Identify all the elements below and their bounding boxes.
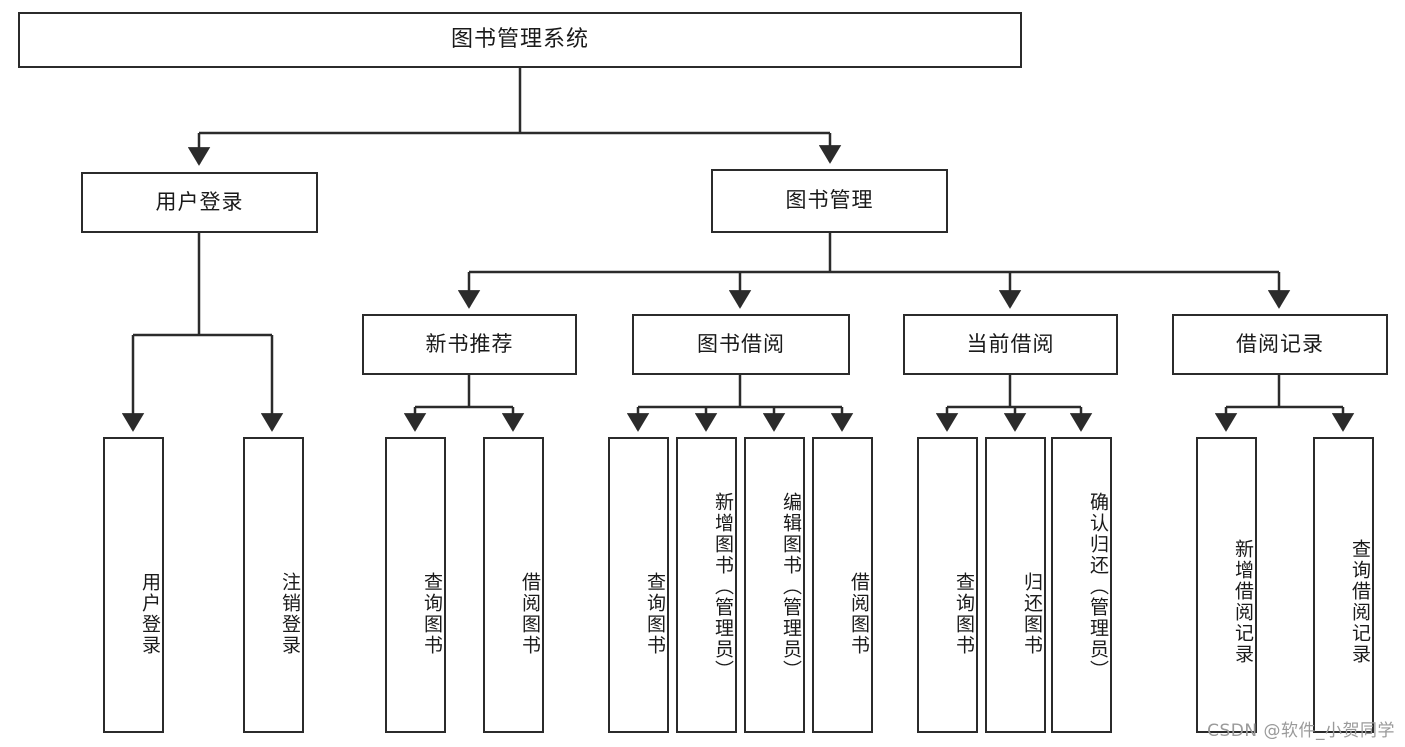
node-leaf-query-book-2[interactable]: 查询图书	[608, 437, 669, 733]
node-leaf-add-record[interactable]: 新增借阅记录	[1196, 437, 1257, 733]
leaf-label: 查询图书	[644, 572, 666, 656]
node-leaf-add-book[interactable]: 新增图书（管理员）	[676, 437, 737, 733]
leaf-label: 借阅图书	[519, 572, 541, 656]
node-leaf-edit-book[interactable]: 编辑图书（管理员）	[744, 437, 805, 733]
leaf-label: 查询图书	[953, 572, 975, 656]
leaf-label: 注销登录	[279, 572, 301, 656]
node-leaf-query-book-3[interactable]: 查询图书	[917, 437, 978, 733]
leaf-label: 借阅图书	[848, 572, 870, 656]
node-leaf-user-login[interactable]: 用户登录	[103, 437, 164, 733]
node-book-borrow[interactable]: 图书借阅	[632, 314, 850, 375]
leaf-label: 编辑图书（管理员）	[780, 491, 802, 681]
node-user-login[interactable]: 用户登录	[81, 172, 318, 233]
node-leaf-return-book[interactable]: 归还图书	[985, 437, 1046, 733]
node-book-manage[interactable]: 图书管理	[711, 169, 948, 233]
leaf-label: 确认归还（管理员）	[1087, 491, 1109, 681]
leaf-label: 查询借阅记录	[1349, 539, 1371, 665]
node-leaf-query-record[interactable]: 查询借阅记录	[1313, 437, 1374, 733]
leaf-label: 查询图书	[421, 572, 443, 656]
node-root-system[interactable]: 图书管理系统	[18, 12, 1022, 68]
node-leaf-query-book-1[interactable]: 查询图书	[385, 437, 446, 733]
node-leaf-user-logout[interactable]: 注销登录	[243, 437, 304, 733]
node-current-borrow[interactable]: 当前借阅	[903, 314, 1118, 375]
node-new-book-recommend[interactable]: 新书推荐	[362, 314, 577, 375]
leaf-label: 归还图书	[1021, 572, 1043, 656]
watermark-text: CSDN @软件_小贺同学	[1207, 721, 1395, 741]
node-leaf-borrow-book-2[interactable]: 借阅图书	[812, 437, 873, 733]
node-leaf-borrow-book-1[interactable]: 借阅图书	[483, 437, 544, 733]
leaf-label: 新增借阅记录	[1232, 539, 1254, 665]
node-leaf-confirm-return[interactable]: 确认归还（管理员）	[1051, 437, 1112, 733]
node-borrow-record[interactable]: 借阅记录	[1172, 314, 1388, 375]
leaf-label: 新增图书（管理员）	[712, 491, 734, 681]
leaf-label: 用户登录	[139, 572, 161, 656]
